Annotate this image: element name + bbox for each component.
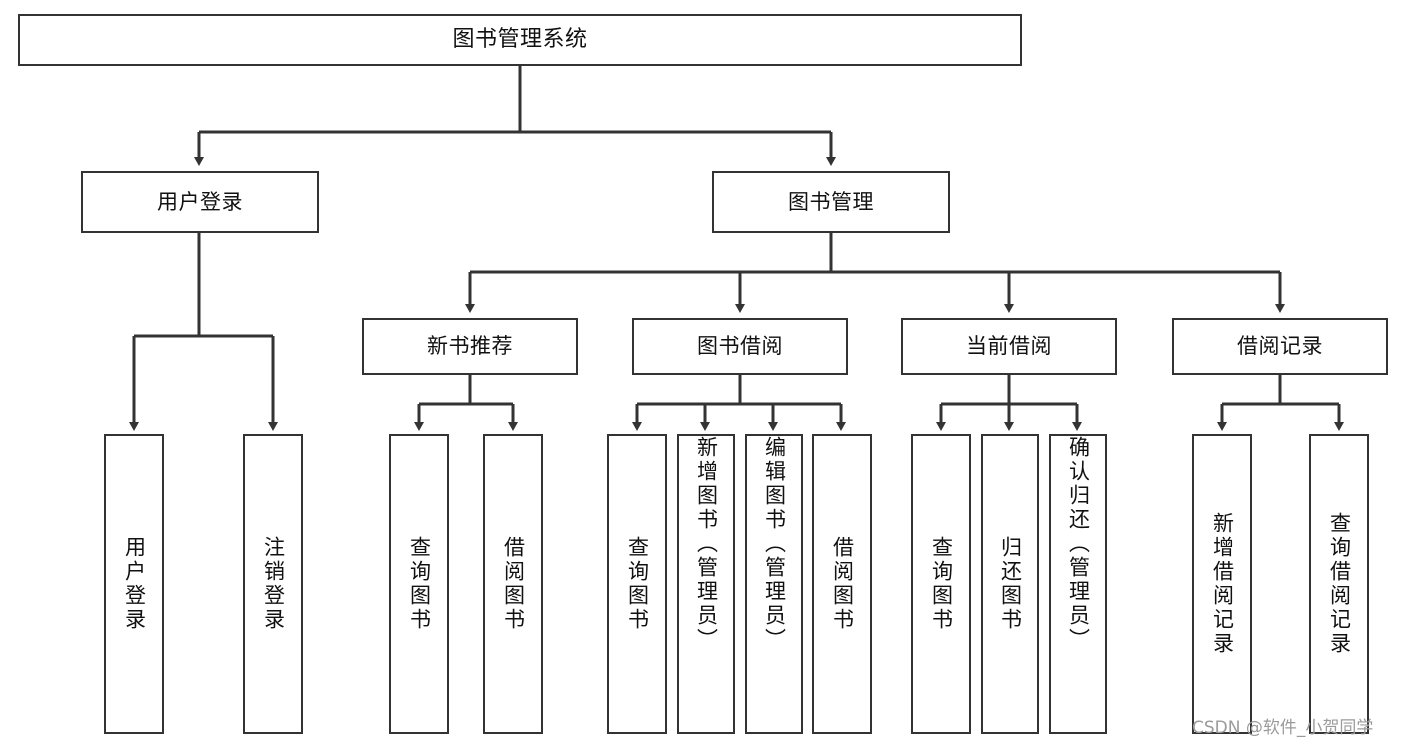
node-leaf-add-record[interactable]: 新增借阅记录	[1192, 434, 1252, 734]
node-borrow-record[interactable]: 借阅记录	[1172, 318, 1388, 375]
node-book-borrow-label: 图书借阅	[697, 334, 783, 359]
node-current-borrow[interactable]: 当前借阅	[901, 318, 1117, 375]
node-leaf-add-book-label: 新增图书（管理员）	[694, 436, 719, 652]
node-root-label: 图书管理系统	[452, 27, 588, 53]
node-book-manage-label: 图书管理	[788, 189, 874, 214]
node-leaf-confirm-return[interactable]: 确认归还（管理员）	[1049, 434, 1107, 734]
node-current-borrow-label: 当前借阅	[966, 334, 1052, 359]
watermark-label: CSDN @软件_小贺同学	[1192, 718, 1374, 738]
node-user-login-label: 用户登录	[157, 189, 243, 214]
node-new-book-rec[interactable]: 新书推荐	[362, 318, 578, 375]
node-leaf-edit-book-label: 编辑图书（管理员）	[762, 436, 787, 652]
node-root[interactable]: 图书管理系统	[18, 14, 1022, 66]
node-leaf-edit-book[interactable]: 编辑图书（管理员）	[745, 434, 803, 734]
node-new-book-rec-label: 新书推荐	[427, 334, 513, 359]
node-leaf-confirm-return-label: 确认归还（管理员）	[1066, 436, 1091, 652]
node-leaf-query-record[interactable]: 查询借阅记录	[1309, 434, 1369, 734]
node-book-manage[interactable]: 图书管理	[712, 171, 950, 233]
node-leaf-borrow-book-2[interactable]: 借阅图书	[812, 434, 872, 734]
node-leaf-query-book-1-label: 查询图书	[407, 536, 432, 632]
node-user-login[interactable]: 用户登录	[81, 171, 319, 233]
node-leaf-query-book-1[interactable]: 查询图书	[389, 434, 449, 734]
node-book-borrow[interactable]: 图书借阅	[632, 318, 848, 375]
node-leaf-query-record-label: 查询借阅记录	[1327, 512, 1352, 656]
node-leaf-add-book[interactable]: 新增图书（管理员）	[677, 434, 735, 734]
node-borrow-record-label: 借阅记录	[1237, 334, 1323, 359]
node-leaf-return-book-label: 归还图书	[998, 536, 1023, 632]
node-leaf-query-book-2[interactable]: 查询图书	[607, 434, 667, 734]
node-leaf-borrow-book-1-label: 借阅图书	[501, 536, 526, 632]
node-leaf-query-book-3[interactable]: 查询图书	[911, 434, 971, 734]
node-leaf-user-login[interactable]: 用户登录	[104, 434, 164, 734]
node-leaf-query-book-2-label: 查询图书	[625, 536, 650, 632]
node-leaf-borrow-book-2-label: 借阅图书	[830, 536, 855, 632]
node-leaf-query-book-3-label: 查询图书	[929, 536, 954, 632]
node-leaf-user-logout-label: 注销登录	[261, 536, 286, 632]
node-leaf-user-logout[interactable]: 注销登录	[243, 434, 303, 734]
node-leaf-add-record-label: 新增借阅记录	[1210, 512, 1235, 656]
node-leaf-user-login-label: 用户登录	[122, 536, 147, 632]
node-leaf-borrow-book-1[interactable]: 借阅图书	[483, 434, 543, 734]
node-leaf-return-book[interactable]: 归还图书	[981, 434, 1039, 734]
